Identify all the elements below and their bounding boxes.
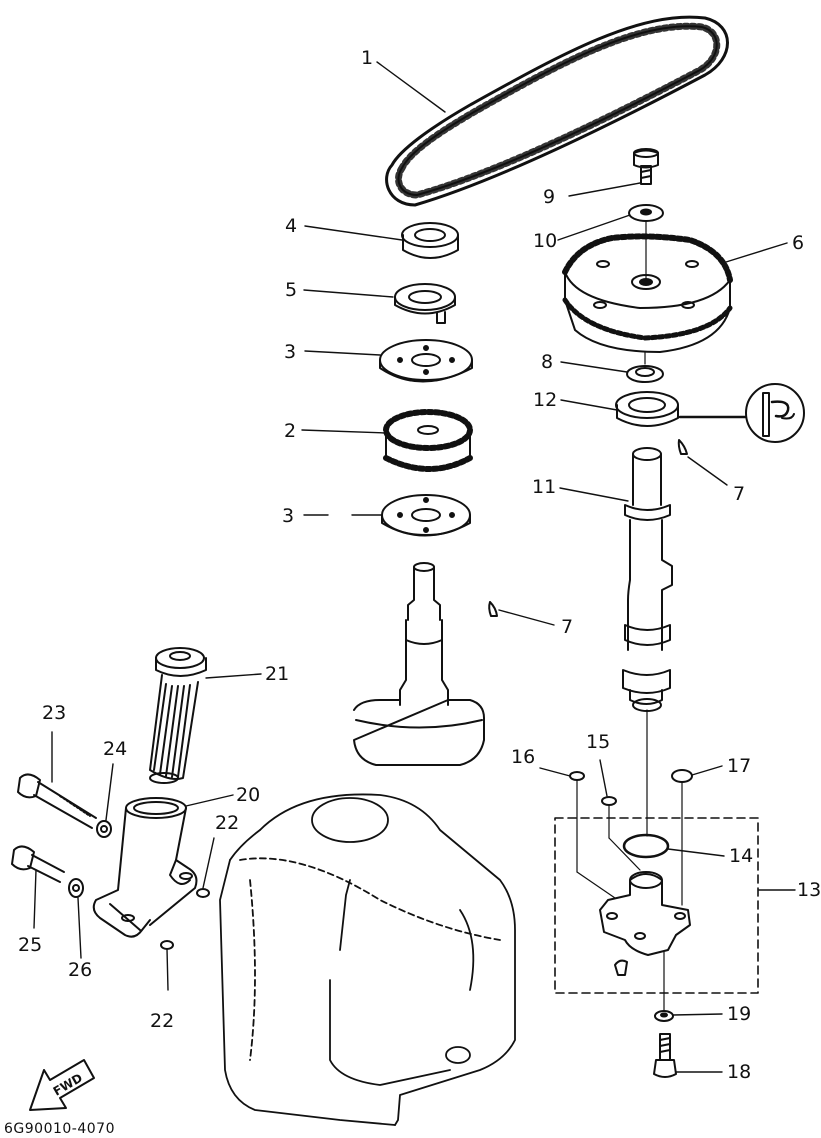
oil-seal [615,383,805,443]
callout-17: 17 [727,755,752,777]
crankcase [219,793,516,1126]
oil-filter [149,647,207,784]
callout-20: 20 [236,784,261,806]
camshaft [622,447,673,837]
callout-22-lower: 22 [150,1010,175,1032]
callout-16: 16 [511,746,536,768]
callout-19: 19 [727,1003,752,1025]
callout-7-cam: 7 [733,483,746,505]
callout-3-upper: 3 [284,341,297,363]
woodruff-key-top [677,439,688,455]
callout-24: 24 [103,738,128,760]
o-ring-22-lower [160,940,174,950]
drawing-code: 6G90010-4070 [4,1121,115,1137]
washer-8 [626,351,664,383]
callout-13: 13 [797,879,821,901]
o-ring-17 [671,769,693,906]
callout-7-crank: 7 [561,616,574,638]
callout-6: 6 [792,232,805,254]
callout-15: 15 [586,731,611,753]
callout-8: 8 [541,351,554,373]
o-ring-16 [569,771,616,899]
crankshaft [353,562,485,766]
callout-25: 25 [18,934,43,956]
callout-3-lower: 3 [282,505,295,527]
nut-4 [401,222,459,259]
woodruff-key-crank [488,601,498,617]
bolt-25 [11,845,65,883]
callout-12: 12 [533,389,558,411]
o-ring-22-upper [196,888,210,898]
callout-14: 14 [729,845,754,867]
callout-1: 1 [361,47,374,69]
leader-lines [33,61,796,1073]
timing-belt [385,15,729,207]
callout-23: 23 [42,702,67,724]
washer-10 [628,204,664,281]
camshaft-pulley [562,233,733,353]
o-ring-14 [622,833,670,859]
bolt-23 [17,773,97,829]
washer-24 [96,820,112,838]
o-ring-15 [601,796,641,871]
callout-18: 18 [727,1061,752,1083]
callout-26: 26 [68,959,93,981]
strainer-housing [92,797,198,938]
drive-sprocket [383,409,473,472]
callout-21: 21 [265,663,290,685]
lock-washer-5 [394,283,456,324]
oil-pump-assembly-box [554,817,759,994]
bolt-18 [653,1033,677,1078]
washer-19 [654,1010,674,1022]
callout-9: 9 [543,186,556,208]
callout-5: 5 [285,279,298,301]
bolt-9 [633,148,659,185]
callout-11: 11 [532,476,557,498]
callout-2: 2 [284,420,297,442]
forward-arrow-icon: FWD [29,1059,95,1111]
callout-10: 10 [533,230,558,252]
oil-pump [599,871,691,1011]
plate-upper [379,339,473,383]
callout-22-upper: 22 [215,812,240,834]
callout-4: 4 [285,215,298,237]
washer-26 [68,878,84,898]
plate-lower [381,494,471,537]
